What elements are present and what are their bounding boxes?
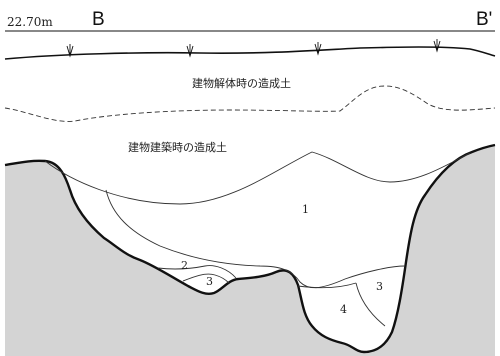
layer-number-2: 2 [181, 259, 188, 272]
layer-1-top-boundary [44, 151, 471, 205]
layer-number-3-right: 3 [376, 280, 383, 293]
layer-number-1: 1 [302, 203, 309, 216]
layer-3-left-boundary [182, 273, 230, 284]
layer-number-4: 4 [340, 303, 347, 316]
grass-tuft-icon [314, 42, 322, 56]
layer-4-top-boundary [297, 282, 357, 289]
grass-tuft-icon [186, 44, 194, 58]
grass-tuft-icon [66, 44, 74, 58]
elevation-label: 22.70m [7, 15, 53, 29]
layer-number-3-left: 3 [206, 275, 213, 288]
demolition-fill-label: 建物解体時の造成土 [192, 76, 291, 90]
layer-2-bottom-boundary [157, 265, 237, 279]
construction-fill-label: 建物建築時の造成土 [128, 140, 227, 154]
section-start-label: B [92, 9, 105, 30]
natural-ground [5, 145, 495, 356]
layer-3-right-boundary [355, 282, 386, 327]
ground-surface-line [4, 46, 496, 60]
pit-outline [4, 143, 496, 354]
grass-tuft-icon [433, 39, 441, 53]
layer-2-top-boundary [105, 189, 406, 289]
section-end-label: B' [476, 9, 492, 30]
demolition-fill-boundary [4, 85, 496, 122]
